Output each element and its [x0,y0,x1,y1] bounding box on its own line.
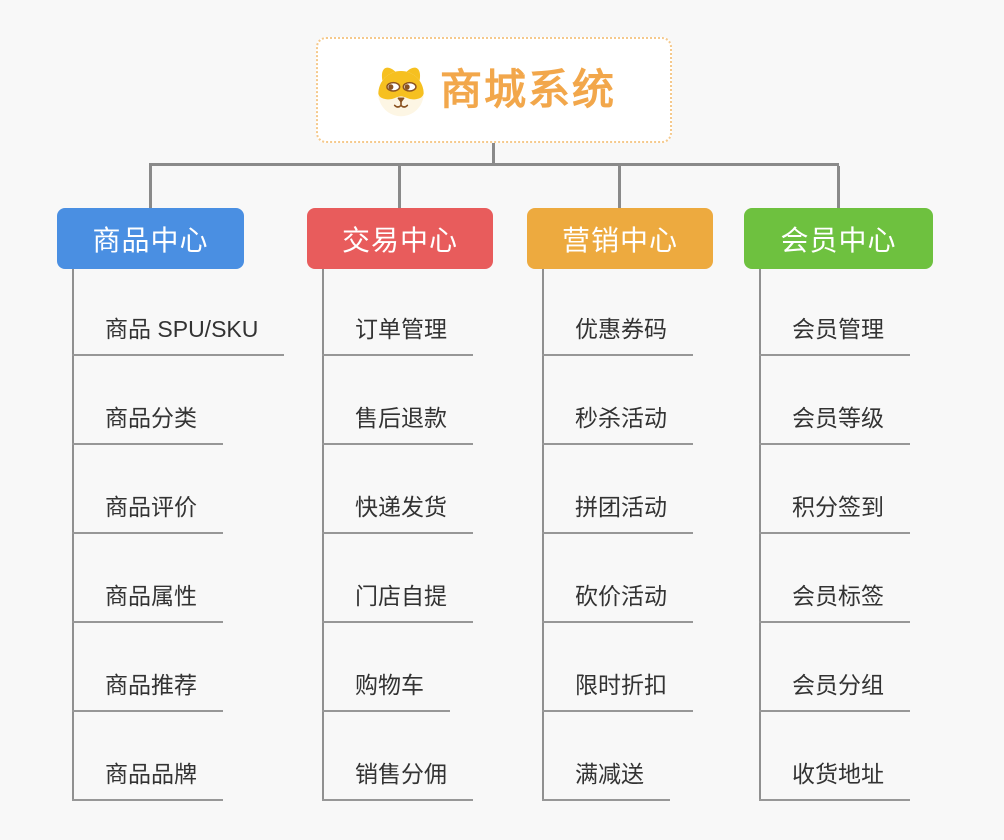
connector-drop-trade [398,166,401,208]
leaf-node[interactable]: 满减送 [542,759,670,801]
connector-drop-marketing [618,166,621,208]
branch-node-marketing-center[interactable]: 营销中心 [527,208,713,269]
shiba-dog-icon [378,67,424,117]
connector-root-drop [492,143,495,166]
leaf-node[interactable]: 优惠券码 [542,314,693,356]
branch-trade-center: 交易中心 订单管理 售后退款 快递发货 门店自提 购物车 销售分佣 [307,208,557,840]
leaf-node[interactable]: 商品分类 [72,403,223,445]
leaf-node[interactable]: 收货地址 [759,759,910,801]
leaf-node[interactable]: 拼团活动 [542,492,693,534]
leaf-node[interactable]: 商品评价 [72,492,223,534]
connector-drop-member [837,166,840,208]
leaf-node[interactable]: 商品推荐 [72,670,223,712]
leaf-node[interactable]: 订单管理 [322,314,473,356]
leaf-node[interactable]: 会员标签 [759,581,910,623]
branch-product-center: 商品中心 商品 SPU/SKU 商品分类 商品评价 商品属性 商品推荐 商品品牌 [57,208,307,840]
branch-label: 交易中心 [341,224,458,256]
leaf-node[interactable]: 会员等级 [759,403,910,445]
branch-marketing-center: 营销中心 优惠券码 秒杀活动 拼团活动 砍价活动 限时折扣 满减送 [527,208,777,840]
branch-node-member-center[interactable]: 会员中心 [744,208,933,269]
leaf-node[interactable]: 限时折扣 [542,670,693,712]
branch-node-product-center[interactable]: 商品中心 [57,208,244,269]
branch-label: 商品中心 [92,224,209,256]
root-title: 商城系统 [439,66,616,113]
branch-member-center: 会员中心 会员管理 会员等级 积分签到 会员标签 会员分组 收货地址 [744,208,994,840]
leaf-node[interactable]: 快递发货 [322,492,473,534]
connector-bus [149,163,839,166]
leaf-node[interactable]: 会员分组 [759,670,910,712]
branch-connector-line [322,269,324,801]
leaf-node[interactable]: 商品属性 [72,581,223,623]
root-node[interactable]: 商城系统 [316,37,672,143]
leaf-node[interactable]: 门店自提 [322,581,473,623]
leaf-node[interactable]: 商品品牌 [72,759,223,801]
leaf-node[interactable]: 售后退款 [322,403,473,445]
leaf-node[interactable]: 会员管理 [759,314,910,356]
branch-connector-line [72,269,74,801]
leaf-node[interactable]: 积分签到 [759,492,910,534]
branch-node-trade-center[interactable]: 交易中心 [307,208,493,269]
leaf-node[interactable]: 商品 SPU/SKU [72,314,285,356]
leaf-node[interactable]: 砍价活动 [542,581,693,623]
branch-connector-line [759,269,761,801]
connector-drop-product [149,166,152,208]
leaf-node[interactable]: 销售分佣 [322,759,473,801]
branch-connector-line [542,269,544,801]
leaf-node[interactable]: 购物车 [322,670,450,712]
leaf-node[interactable]: 秒杀活动 [542,403,693,445]
branch-label: 营销中心 [561,224,678,256]
branch-label: 会员中心 [780,224,897,256]
